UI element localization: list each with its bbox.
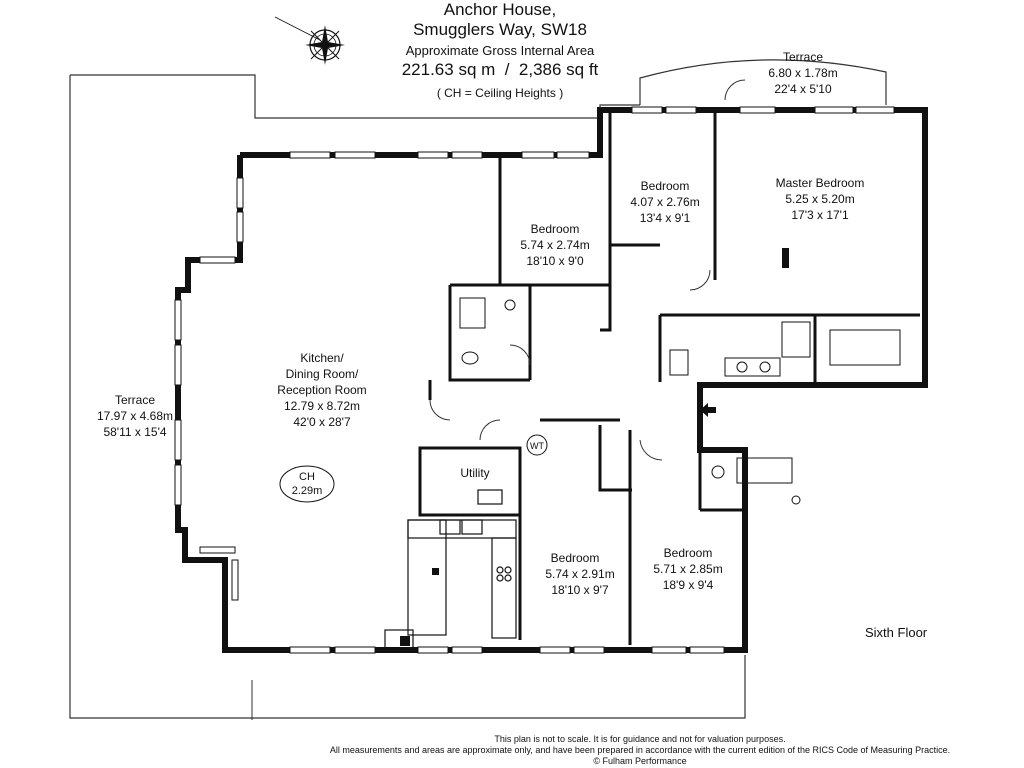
windows xyxy=(174,106,895,654)
footer-line-1: This plan is not to scale. It is for gui… xyxy=(494,734,786,744)
footer-line-3: © Fulham Performance xyxy=(593,756,687,766)
master-bedroom-name: Master Bedroom xyxy=(776,176,865,190)
bedroom-c-name: Bedroom xyxy=(551,551,600,565)
footer-disclaimer: This plan is not to scale. It is for gui… xyxy=(260,734,1020,767)
bedroom-c-imperial: 18'10 x 9'7 xyxy=(551,583,609,597)
master-bedroom-imperial: 17'3 x 17'1 xyxy=(791,208,849,222)
bedroom-b-imperial: 13'4 x 9'1 xyxy=(640,211,691,225)
master-bedroom-metric: 5.25 x 5.20m xyxy=(785,192,854,206)
interior-walls xyxy=(418,113,920,645)
bedroom-d-imperial: 18'9 x 9'4 xyxy=(663,578,714,592)
ceiling-height-value: 2.29m xyxy=(292,485,323,497)
bedroom-c-metric: 5.74 x 2.91m xyxy=(545,567,614,581)
entrance-arrow-icon xyxy=(700,403,716,417)
terrace-top-outline xyxy=(639,59,887,105)
master-column xyxy=(782,248,789,268)
terrace-left-imperial: 58'11 x 15'4 xyxy=(103,425,166,439)
kitchen-units xyxy=(384,489,517,649)
ceiling-height-name: CH xyxy=(299,471,315,483)
door-swings xyxy=(429,79,746,461)
compass-rose-icon xyxy=(274,16,345,65)
utility-name: Utility xyxy=(460,466,489,480)
bedroom-b-name: Bedroom xyxy=(641,179,690,193)
terrace-left-metric: 17.97 x 4.68m xyxy=(97,409,173,423)
terrace-left-name: Terrace xyxy=(115,393,155,407)
bedroom-d-name: Bedroom xyxy=(664,546,713,560)
terrace-top-metric: 6.80 x 1.78m xyxy=(768,66,837,80)
kitchen-line-3: Reception Room xyxy=(277,383,366,397)
terrace-top-name: Terrace xyxy=(783,50,823,64)
ceiling-height-badge xyxy=(279,465,335,503)
bedroom-a-metric: 5.74 x 2.74m xyxy=(520,238,589,252)
plan-title: Anchor House, Smugglers Way, SW18 xyxy=(300,0,700,40)
exterior-walls xyxy=(175,107,928,653)
bathroom-fixtures xyxy=(459,297,901,505)
kitchen-line-2: Dining Room/ xyxy=(286,367,359,381)
floor-label: Sixth Floor xyxy=(865,625,928,640)
kitchen-imperial: 42'0 x 28'7 xyxy=(293,415,351,429)
title-line-1: Anchor House, xyxy=(443,0,557,19)
bedroom-b-metric: 4.07 x 2.76m xyxy=(630,195,699,209)
terrace-left-outline xyxy=(69,74,746,719)
area-caption: Approximate Gross Internal Area xyxy=(405,43,595,58)
terrace-top-imperial: 22'4 x 5'10 xyxy=(774,82,832,96)
bedroom-d-metric: 5.71 x 2.85m xyxy=(653,562,722,576)
kitchen-line-1: Kitchen/ xyxy=(300,351,344,365)
bedroom-a-imperial: 18'10 x 9'0 xyxy=(526,254,584,268)
ceiling-height-note: ( CH = Ceiling Heights ) xyxy=(436,86,564,100)
kitchen-pillar xyxy=(400,636,410,646)
title-line-2: Smugglers Way, SW18 xyxy=(413,20,587,39)
area-value: 221.63 sq m / 2,386 sq ft xyxy=(401,60,599,79)
kitchen-island-marker xyxy=(432,568,439,575)
wt-name: WT xyxy=(530,441,544,451)
wt-closet xyxy=(526,434,548,456)
footer-line-2: All measurements and areas are approxima… xyxy=(329,745,951,755)
kitchen-metric: 12.79 x 8.72m xyxy=(284,399,360,413)
bedroom-a-name: Bedroom xyxy=(531,222,580,236)
